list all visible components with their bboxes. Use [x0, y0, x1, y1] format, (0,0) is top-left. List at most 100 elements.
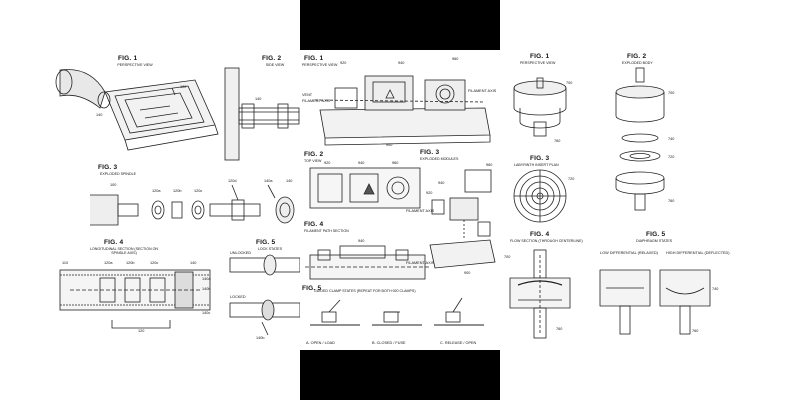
right-fig2-ref-740: 740 — [668, 137, 675, 141]
right-fig5-ref-760: 760 — [692, 329, 699, 333]
center-fig3-ref-940: 940 — [438, 181, 445, 185]
left-fig3-ref-120d: 120d — [228, 179, 237, 183]
center-fig3-caption: EXPLODED MODULES — [420, 157, 459, 161]
left-fig2-caption: SIDE VIEW — [265, 63, 285, 67]
right-fig2-title: FIG. 2 — [627, 53, 647, 60]
exploded-spindle-drawing — [90, 184, 295, 226]
center-fig2-ref-filament-axis: FILAMENT AXIS — [406, 209, 435, 213]
valve-exploded-drawing — [615, 67, 665, 211]
left-fig5-ref-140b: 140b — [256, 336, 265, 340]
valve-perspective-drawing — [513, 77, 567, 137]
left-fig1-title: FIG. 1 — [118, 55, 138, 62]
right-fig2-ref-720: 720 — [668, 155, 675, 159]
center-fig5-title: FIG. 5 — [302, 285, 322, 292]
diaphragm-states-drawing — [599, 269, 711, 335]
left-fig5-state-locked: LOCKED — [230, 295, 246, 299]
left-fig4-ref-140b: 140b — [202, 287, 211, 291]
left-fig3-ref-120c: 120c — [194, 189, 203, 193]
right-fig5-state-high: HIGH DIFFERENTIAL (DEFLECTED) — [666, 251, 730, 255]
center-fig1-ref-960: 960 — [452, 57, 459, 61]
left-fig5-caption: LOCK STATES — [257, 247, 283, 251]
right-fig3-ref-720: 720 — [568, 177, 575, 181]
left-fig2-title: FIG. 2 — [262, 55, 282, 62]
flow-section-drawing — [509, 249, 571, 339]
left-fig3-title: FIG. 3 — [98, 164, 118, 171]
labyrinth-plan-drawing — [513, 169, 567, 223]
left-patent-sheet: FIG. 1 PERSPECTIVE VIEW 100 140 FIG. 2 S… — [0, 0, 300, 400]
center-fig1-ref-920: 920 — [340, 61, 347, 65]
right-fig4-ref-760: 760 — [556, 327, 563, 331]
lock-states-drawing — [229, 254, 300, 336]
clamp-states-drawing — [310, 297, 484, 326]
pedal-perspective-drawing — [55, 69, 219, 151]
center-fig4-ref-940: 940 — [358, 239, 365, 243]
left-fig4-ref-120a: 120a — [104, 261, 113, 265]
right-fig2-ref-700: 700 — [668, 91, 675, 95]
center-fig2-caption: TOP VIEW — [304, 159, 322, 163]
right-fig1-title: FIG. 1 — [530, 53, 550, 60]
center-fig1-title: FIG. 1 — [304, 55, 324, 62]
right-fig5-state-low: LOW DIFFERENTIAL (RELAXED) — [600, 251, 658, 255]
left-fig3-ref-120a: 120a — [152, 189, 161, 193]
right-fig4-caption: FLOW SECTION (THROUGH CENTERLINE) — [510, 239, 583, 243]
left-sheet-drawings — [55, 67, 300, 336]
left-fig3-ref-140a: 140a — [264, 179, 273, 183]
right-fig1-ref-700: 700 — [566, 81, 573, 85]
module-base-perspective-drawing — [314, 75, 491, 146]
right-fig1-caption: PERSPECTIVE VIEW — [520, 61, 556, 65]
left-fig1-ref-140: 140 — [96, 113, 103, 117]
right-fig5-ref-740: 740 — [712, 287, 719, 291]
center-fig1-ref-940: 940 — [398, 61, 405, 65]
left-fig4-ref-140c: 140c — [202, 311, 211, 315]
center-fig5-caption: GUIDED CLAMP STATES (REPEAT FOR BOTH 920… — [314, 289, 416, 293]
center-fig5-state-a: A. OPEN / LOAD — [306, 341, 335, 345]
center-fig1-caption: PERSPECTIVE VIEW — [302, 63, 338, 67]
spindle-section-drawing — [59, 269, 211, 329]
left-fig2-ref-140: 140 — [255, 97, 262, 101]
left-fig1-ref-100: 100 — [180, 85, 187, 89]
module-top-view-drawing — [309, 167, 421, 209]
right-fig5-caption: DIAPHRAGM STATES — [636, 239, 673, 243]
right-fig2-caption: EXPLODED BODY — [622, 61, 653, 65]
center-fig4-ref-filament-axis: FILAMENT AXIS — [406, 261, 435, 265]
center-fig2-ref-960: 960 — [392, 161, 399, 165]
right-fig2-ref-760: 760 — [668, 199, 675, 203]
left-fig3-ref-100: 100 — [110, 183, 117, 187]
center-fig3-ref-960: 960 — [486, 163, 493, 167]
left-fig4-ref-110: 110 — [62, 261, 69, 265]
left-fig4-caption: LONGITUDINAL SECTION (SECTION ON SPINDLE… — [90, 247, 158, 255]
filament-path-section-drawing — [305, 245, 430, 280]
center-fig2-ref-920: 920 — [324, 161, 331, 165]
right-sheet-drawings — [509, 67, 711, 339]
pedal-side-drawing — [224, 67, 300, 161]
center-fig1-ref-vent: VENT — [302, 93, 313, 97]
center-fig3-ref-920: 920 — [426, 191, 433, 195]
left-fig4-ref-140a: 140a — [202, 277, 211, 281]
center-fig1-ref-filament-axis-left: FILAMENT AXIS — [302, 99, 331, 103]
center-fig5-state-c: C. RELEASE / OPEN — [440, 341, 477, 345]
left-fig3-ref-120b: 120b — [173, 189, 182, 193]
center-fig4-title: FIG. 4 — [304, 221, 324, 228]
left-fig4-ref-120b: 120b — [126, 261, 135, 265]
right-fig3-caption: LABYRINTH INSERT PLAN — [514, 163, 559, 167]
left-fig3-caption: EXPLODED SPINDLE — [100, 172, 136, 176]
left-fig5-state-unlocked: UNLOCKED — [230, 251, 252, 255]
left-fig4-title: FIG. 4 — [104, 239, 124, 246]
left-fig3-ref-140: 140 — [286, 179, 293, 183]
left-fig1-caption: PERSPECTIVE VIEW — [117, 63, 153, 67]
right-fig4-title: FIG. 4 — [530, 231, 550, 238]
right-fig3-title: FIG. 3 — [530, 155, 550, 162]
left-fig4-ref-120: 120 — [138, 329, 145, 333]
left-fig4-ref-140: 140 — [190, 261, 197, 265]
center-fig5-state-b: B. CLOSED / FUSE — [372, 341, 406, 345]
center-fig1-ref-900: 900 — [386, 143, 393, 147]
center-patent-sheet: FIG. 1 PERSPECTIVE VIEW 920 940 960 900 … — [300, 50, 500, 350]
center-fig3-ref-900: 900 — [464, 271, 471, 275]
center-sheet-drawings — [305, 75, 496, 326]
center-fig1-ref-filament-axis-right: FILAMENT AXIS — [468, 89, 497, 93]
center-fig2-title: FIG. 2 — [304, 151, 324, 158]
left-fig5-title: FIG. 5 — [256, 239, 276, 246]
right-fig5-title: FIG. 5 — [646, 231, 666, 238]
center-fig3-title: FIG. 3 — [420, 149, 440, 156]
